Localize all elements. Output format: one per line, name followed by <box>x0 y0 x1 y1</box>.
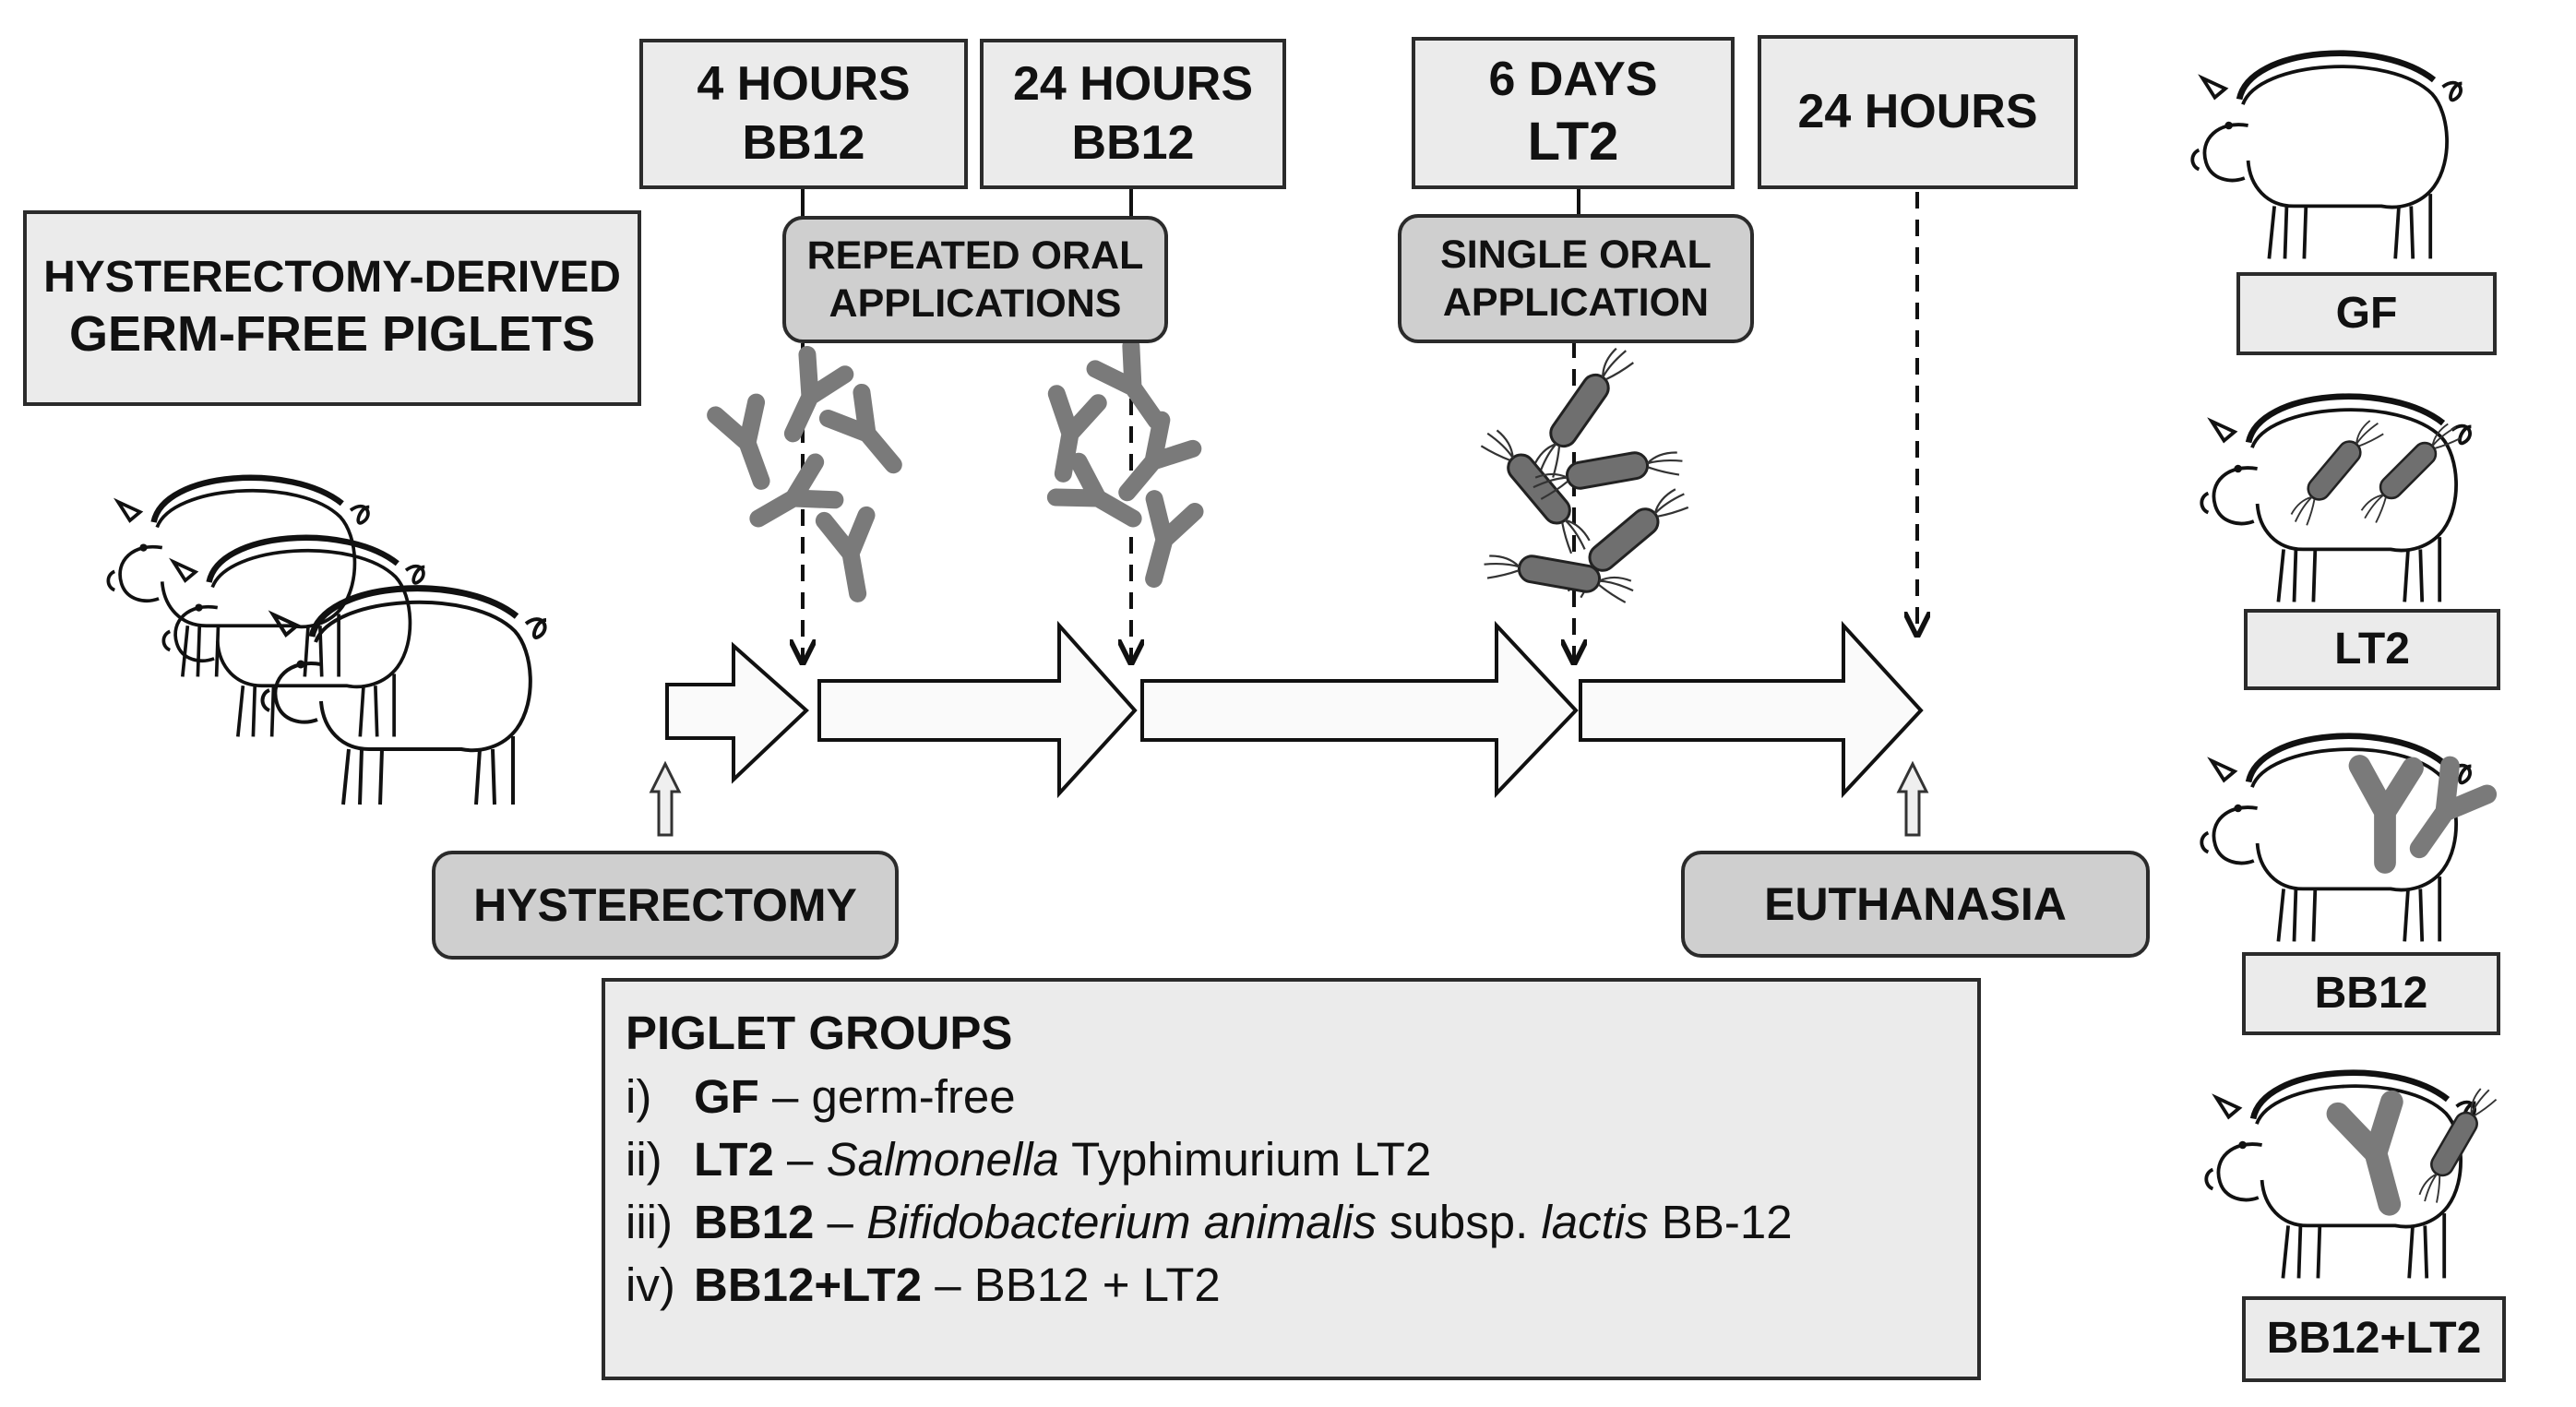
source-box-line1: HYSTERECTOMY-DERIVED <box>43 252 621 302</box>
timeline-arrow-3 <box>1140 620 1579 798</box>
group-label-lt2: LT2 <box>2244 609 2500 690</box>
group-label-lt2-text: LT2 <box>2334 624 2410 674</box>
timeline-arrow-4 <box>1579 620 1924 799</box>
legend-rows: i) GF – germ-free ii) LT2 – Salmonella Typh… <box>626 1069 1977 1312</box>
time-box-4-hours-line2: BB12 <box>742 115 865 170</box>
time-box-6-days: 6 DAYS LT2 <box>1412 37 1735 189</box>
time-box-24-hours-bb12: 24 HOURS BB12 <box>980 39 1286 189</box>
legend-title: PIGLET GROUPS <box>626 1007 1013 1059</box>
repeated-oral-applications-box: REPEATED ORAL APPLICATIONS <box>782 216 1168 343</box>
group-label-bb12-lt2: BB12+LT2 <box>2242 1296 2506 1382</box>
euthanasia-box: EUTHANASIA <box>1681 851 2150 958</box>
legend-item-description: Salmonella <box>826 1133 1059 1186</box>
time-box-4-hours-line1: 4 HOURS <box>697 57 911 112</box>
piglet-groups-legend: PIGLET GROUPS i) GF – germ-free ii) LT2 – S… <box>602 978 1981 1380</box>
single-line2: APPLICATION <box>1442 280 1710 325</box>
euthanasia-label: EUTHANASIA <box>1764 877 2067 930</box>
repeated-line1: REPEATED ORAL <box>806 233 1144 278</box>
group-gf-pig-icon <box>2192 54 2462 259</box>
group-bb12-lt2-pig-icon <box>2206 1073 2500 1279</box>
bifidobacterium-cluster-2-icon <box>1044 344 1196 584</box>
legend-item-description: Bifidobacterium animalis <box>866 1196 1377 1248</box>
legend-item-description: BB-12 <box>1648 1196 1793 1248</box>
group-bb12-pig-icon <box>2201 736 2488 942</box>
time-box-6-days-line2: LT2 <box>1527 111 1619 172</box>
group-label-gf: GF <box>2236 272 2497 355</box>
legend-item-number: iii) <box>626 1196 673 1248</box>
timeline-arrows <box>665 620 1924 799</box>
time-box-24-hours-line2: BB12 <box>1071 115 1195 170</box>
legend-item: ii) LT2 – Salmonella Typhimurium LT2 <box>626 1132 1977 1186</box>
salmonella-cluster-icon <box>1476 340 1694 605</box>
single-line1: SINGLE ORAL <box>1440 232 1711 277</box>
legend-item-description: Typhimurium LT2 <box>1058 1133 1432 1186</box>
legend-item-description: subsp. <box>1376 1196 1542 1248</box>
connector-lines <box>801 187 1580 218</box>
legend-item-description: lactis <box>1541 1196 1649 1248</box>
repeated-line2: APPLICATIONS <box>829 281 1122 326</box>
group-label-bb12: BB12 <box>2242 952 2500 1035</box>
group-label-gf-text: GF <box>2335 288 2398 338</box>
timeline-arrow-2 <box>817 620 1138 799</box>
group-label-bb12-text: BB12 <box>2314 968 2428 1018</box>
legend-item-group: BB12 <box>694 1196 815 1248</box>
time-box-6-days-line1: 6 DAYS <box>1488 53 1658 107</box>
source-box: HYSTERECTOMY-DERIVED GERM-FREE PIGLETS <box>23 210 641 406</box>
time-box-24-hours-line1: 24 HOURS <box>1012 57 1254 112</box>
legend-item-group: LT2 <box>694 1133 774 1186</box>
source-box-line2: GERM-FREE PIGLETS <box>68 306 596 363</box>
group-lt2-pig-icon <box>2201 397 2471 602</box>
piglets-icon <box>108 478 546 805</box>
legend-item-group: BB12+LT2 <box>694 1258 923 1311</box>
legend-item-description: BB12 + LT2 <box>973 1258 1221 1311</box>
hysterectomy-label: HYSTERECTOMY <box>473 878 857 931</box>
timeline-arrow-1 <box>665 641 809 784</box>
dashed-arrows <box>803 192 1917 662</box>
legend-item: i) GF – germ-free <box>626 1069 1977 1124</box>
legend-item-number: iv) <box>626 1258 675 1311</box>
legend-item-group: GF <box>694 1070 759 1123</box>
euthanasia-up-arrow-icon <box>1896 760 1929 837</box>
legend-item-dash: – <box>814 1196 867 1248</box>
time-box-24-hours-final: 24 HOURS <box>1758 35 2078 189</box>
legend-item-number: i) <box>626 1070 652 1123</box>
hysterectomy-box: HYSTERECTOMY <box>432 851 899 960</box>
bifidobacterium-cluster-1-icon <box>716 354 911 597</box>
legend-item: iv) BB12+LT2 – BB12 + LT2 <box>626 1258 1977 1312</box>
time-box-24-hours-final-label: 24 HOURS <box>1797 84 2038 138</box>
time-box-4-hours: 4 HOURS BB12 <box>639 39 968 189</box>
hysterectomy-up-arrow-icon <box>649 760 682 837</box>
legend-item: iii) BB12 – Bifidobacterium animalis subs… <box>626 1195 1977 1249</box>
legend-item-dash: – <box>758 1070 812 1123</box>
group-label-bb12-lt2-text: BB12+LT2 <box>2266 1314 2482 1364</box>
single-oral-application-box: SINGLE ORAL APPLICATION <box>1398 214 1754 343</box>
legend-item-number: ii) <box>626 1133 662 1186</box>
legend-item-dash: – <box>922 1258 974 1311</box>
legend-item-dash: – <box>773 1133 827 1186</box>
legend-item-description: germ-free <box>811 1070 1016 1123</box>
